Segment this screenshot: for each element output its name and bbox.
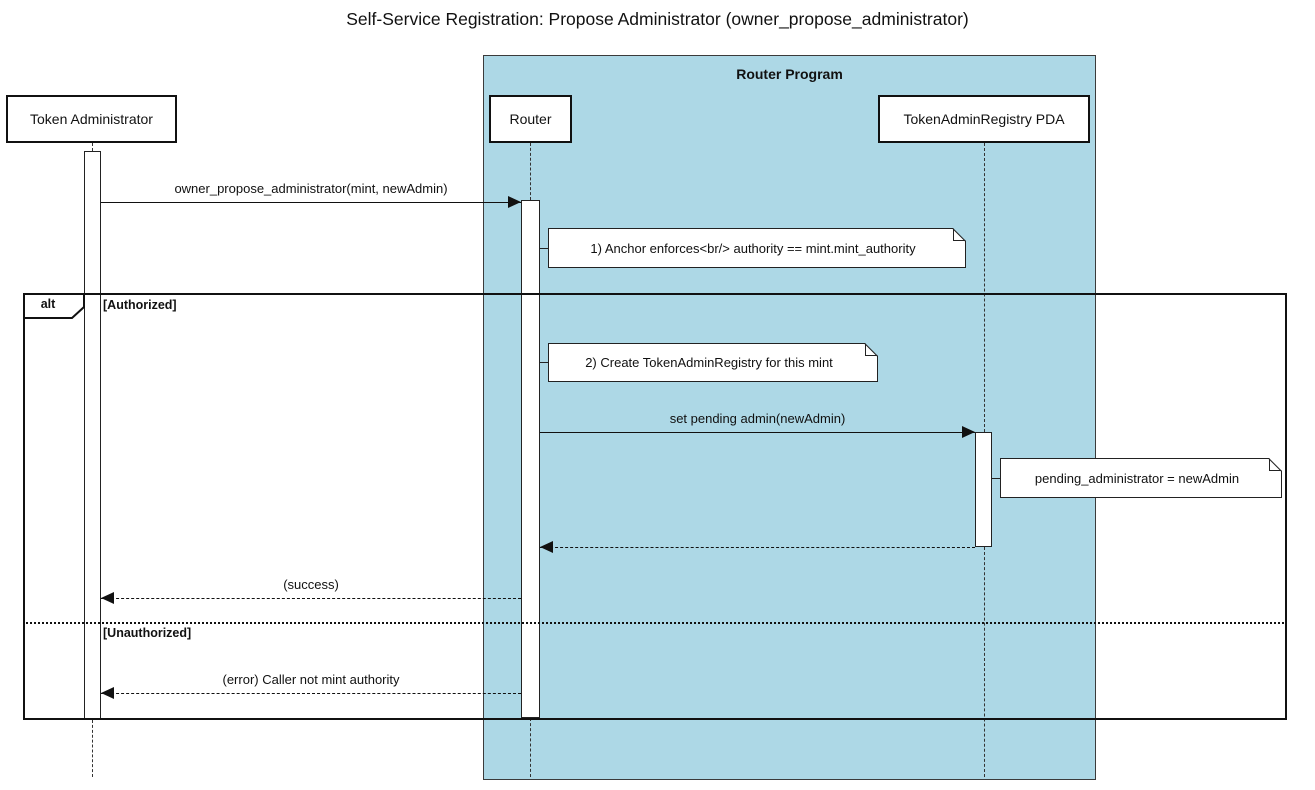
actor-label: Token Administrator bbox=[30, 111, 153, 127]
note-fold-icon bbox=[953, 228, 966, 241]
activation-router bbox=[521, 200, 540, 718]
note-body bbox=[549, 229, 965, 267]
message-line bbox=[540, 547, 975, 548]
note-text: 2) Create TokenAdminRegistry for this mi… bbox=[585, 355, 833, 370]
group-label: Router Program bbox=[736, 66, 843, 82]
arrowhead-left-icon bbox=[101, 687, 114, 699]
note-pending-administrator: pending_administrator = newAdmin bbox=[1000, 458, 1282, 498]
note-fold-icon bbox=[865, 343, 878, 356]
alt-condition-authorized: [Authorized] bbox=[103, 298, 177, 312]
message-line bbox=[101, 693, 521, 694]
actor-label: Router bbox=[509, 111, 552, 127]
note-connector bbox=[540, 248, 548, 249]
note-text: pending_administrator = newAdmin bbox=[1034, 470, 1240, 486]
lifeline-router bbox=[530, 718, 531, 777]
actor-token-administrator: Token Administrator bbox=[6, 95, 177, 143]
lifeline-router bbox=[530, 143, 531, 200]
message-line bbox=[101, 598, 521, 599]
note-fold-icon bbox=[1269, 458, 1282, 471]
activation-token-administrator bbox=[84, 151, 101, 720]
actor-tokenadminregistry-pda: TokenAdminRegistry PDA bbox=[878, 95, 1090, 143]
message-line bbox=[540, 432, 975, 433]
arrowhead-left-icon bbox=[101, 592, 114, 604]
alt-operator-label: alt bbox=[40, 297, 56, 311]
message-label: owner_propose_administrator(mint, newAdm… bbox=[174, 181, 448, 196]
lifeline-tokenadminregistry-pda bbox=[984, 143, 985, 432]
message-label: (error) Caller not mint authority bbox=[222, 672, 400, 687]
actor-router: Router bbox=[489, 95, 572, 143]
note-anchor-enforces: 1) Anchor enforces<br/> authority == min… bbox=[548, 228, 966, 268]
note-create-registry: 2) Create TokenAdminRegistry for this mi… bbox=[548, 343, 878, 382]
group-router-program: Router Program bbox=[483, 55, 1096, 780]
lifeline-token-administrator bbox=[92, 143, 93, 151]
lifeline-token-administrator bbox=[92, 720, 93, 777]
alt-condition-unauthorized: [Unauthorized] bbox=[103, 626, 192, 640]
arrowhead-right-icon bbox=[962, 426, 975, 438]
message-line bbox=[101, 202, 521, 203]
alt-operator-shape bbox=[23, 293, 85, 319]
message-label: set pending admin(newAdmin) bbox=[669, 411, 846, 426]
note-connector bbox=[992, 478, 1000, 479]
activation-tokenadminregistry-pda bbox=[975, 432, 992, 547]
note-connector bbox=[540, 362, 548, 363]
diagram-title: Self-Service Registration: Propose Admin… bbox=[346, 9, 969, 29]
lifeline-tokenadminregistry-pda bbox=[984, 547, 985, 777]
arrowhead-left-icon bbox=[540, 541, 553, 553]
arrowhead-right-icon bbox=[508, 196, 521, 208]
message-label: (success) bbox=[283, 577, 339, 592]
note-body bbox=[1001, 459, 1281, 497]
actor-label: TokenAdminRegistry PDA bbox=[903, 111, 1065, 127]
note-text: 1) Anchor enforces<br/> authority == min… bbox=[590, 240, 916, 256]
note-body bbox=[549, 344, 877, 381]
